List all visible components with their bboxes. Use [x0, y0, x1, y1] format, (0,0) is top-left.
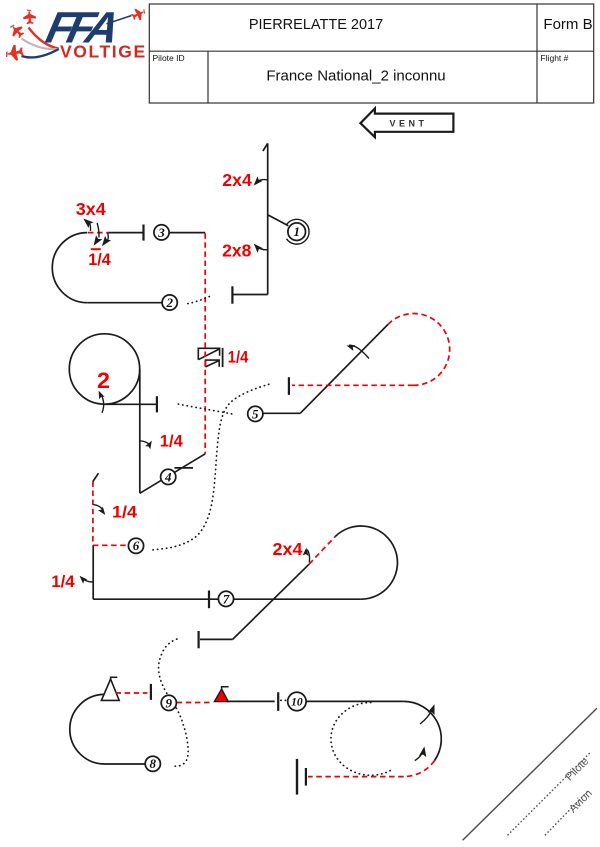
svg-text:6: 6 — [133, 538, 140, 553]
svg-text:Flight #: Flight # — [541, 53, 569, 63]
svg-text:9: 9 — [166, 695, 173, 710]
svg-text:VENT: VENT — [389, 118, 427, 128]
svg-text:3x4: 3x4 — [76, 199, 106, 219]
svg-text:4: 4 — [164, 469, 172, 484]
svg-text:3: 3 — [157, 225, 165, 240]
svg-text:VOLTIGE: VOLTIGE — [60, 42, 147, 62]
svg-text:2: 2 — [165, 295, 173, 310]
svg-text:1: 1 — [293, 224, 300, 239]
svg-text:Pilote ID: Pilote ID — [153, 53, 185, 63]
svg-text:5: 5 — [252, 406, 259, 421]
svg-text:1/4: 1/4 — [228, 348, 249, 367]
svg-text:2: 2 — [97, 368, 110, 393]
svg-text:7: 7 — [223, 591, 230, 606]
svg-text:Avion: Avion — [567, 787, 595, 815]
svg-text:2x4: 2x4 — [222, 170, 252, 190]
svg-text:PIERRELATTE 2017: PIERRELATTE 2017 — [249, 17, 383, 33]
svg-text:2x8: 2x8 — [222, 241, 252, 261]
svg-text:Form B: Form B — [543, 16, 592, 33]
svg-text:8: 8 — [150, 756, 157, 771]
svg-text:10: 10 — [291, 697, 303, 709]
svg-text:1/4: 1/4 — [88, 250, 111, 269]
svg-text:1/4: 1/4 — [112, 502, 138, 521]
svg-text:France National_2 inconnu: France National_2 inconnu — [266, 68, 445, 85]
svg-text:Pilote: Pilote — [563, 755, 591, 783]
svg-text:1/4: 1/4 — [160, 432, 184, 451]
svg-text:2x4: 2x4 — [273, 539, 303, 559]
svg-text:1/4: 1/4 — [51, 572, 75, 591]
svg-text:FFA: FFA — [42, 4, 121, 52]
